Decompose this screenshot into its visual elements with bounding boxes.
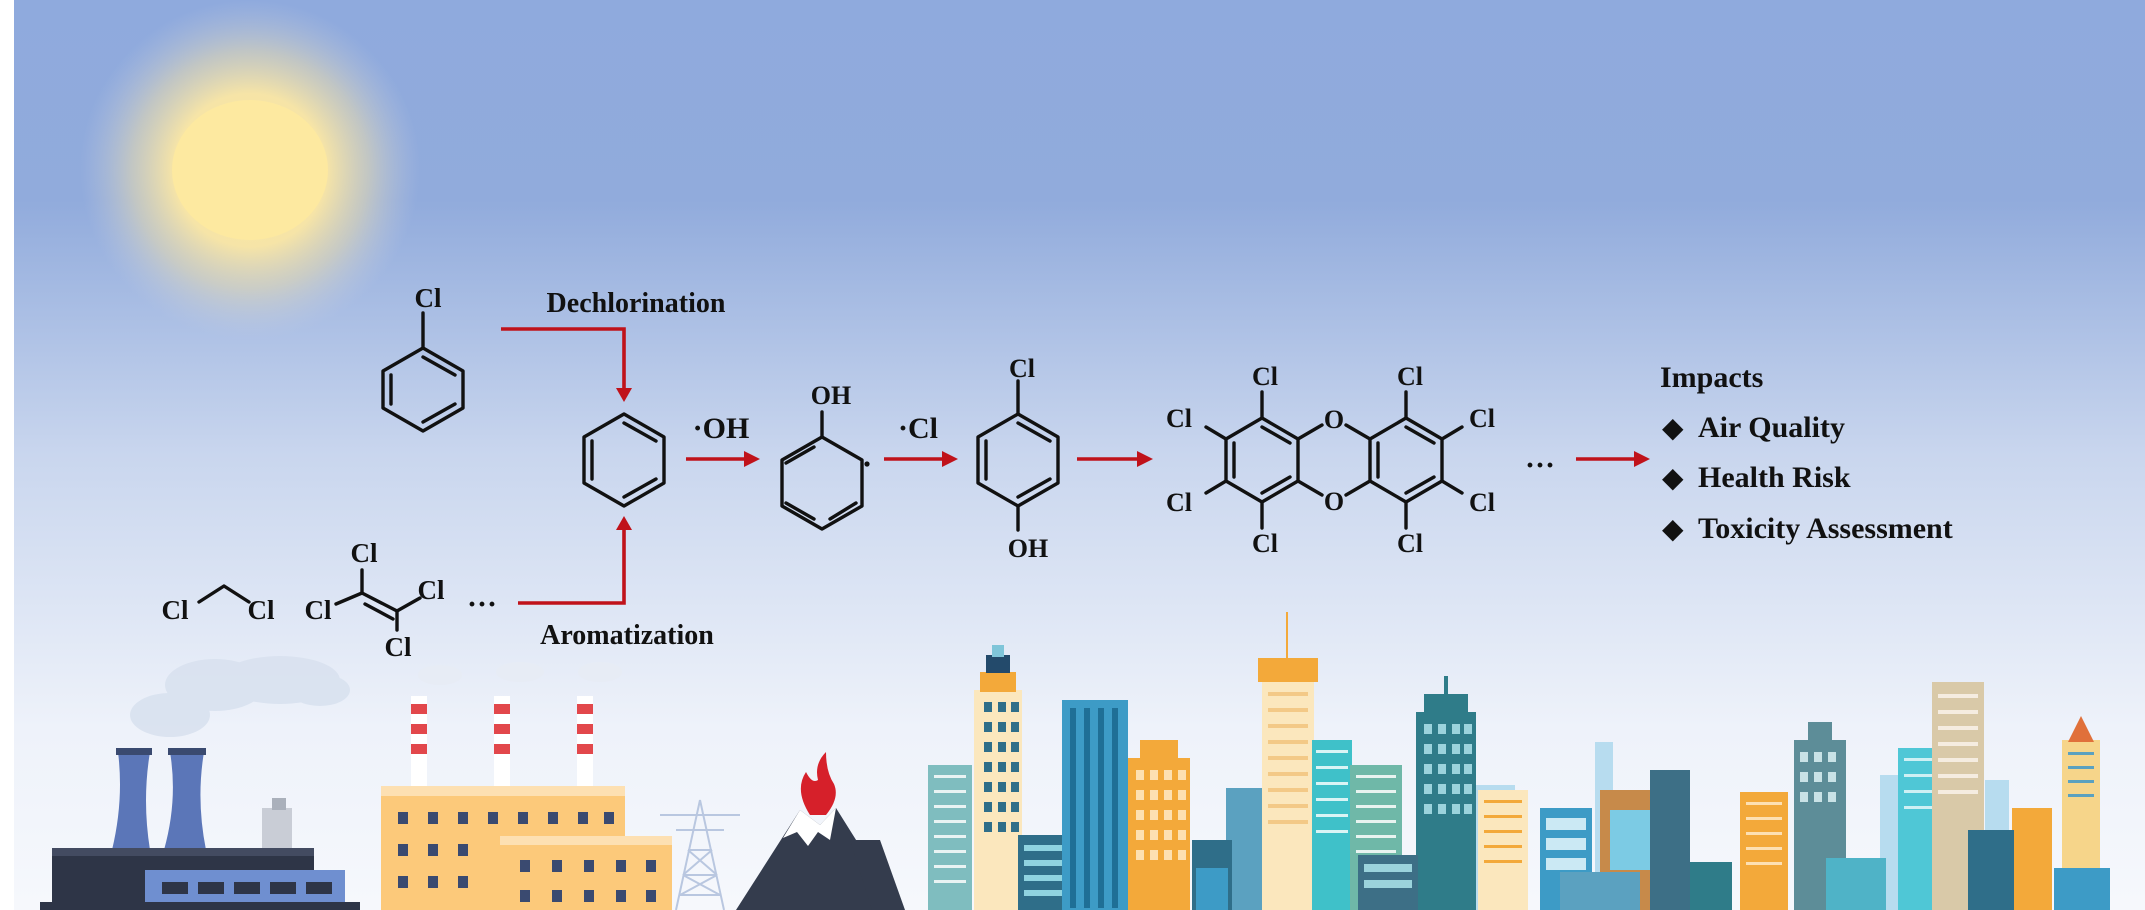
impacts-list: Impacts ◆ Air Quality ◆ Health Risk ◆ To… <box>1660 361 1953 545</box>
tce-cl-left-label: Cl <box>305 595 332 625</box>
product-ellipsis: ··· <box>1525 449 1555 482</box>
chlorophenol-oh-label: OH <box>1008 534 1048 563</box>
dioxin-cl-label: Cl <box>1469 488 1495 517</box>
chlorobenzene-molecule: Cl <box>381 283 465 433</box>
chloroethylene-molecule: Cl Cl Cl Cl <box>305 538 445 662</box>
dioxin-molecule: O O Cl Cl Cl Cl Cl Cl Cl Cl <box>1166 362 1495 558</box>
dioxin-o-top-label: O <box>1324 405 1344 434</box>
impact-item-air-quality: Air Quality <box>1698 411 1845 444</box>
cl-radical-label: ·Cl <box>898 412 938 445</box>
dichloromethane-molecule: Cl Cl <box>162 584 275 625</box>
dioxin-o-bottom-label: O <box>1324 487 1344 516</box>
volcano-icon <box>736 752 905 910</box>
sun-icon <box>80 0 420 340</box>
tce-cl-bottom-label: Cl <box>385 632 412 662</box>
chlorobenzene-cl-label: Cl <box>415 283 442 313</box>
dechlorination-label: Dechlorination <box>547 288 726 319</box>
impact-item-health-risk: Health Risk <box>1698 461 1851 494</box>
power-plant-icon <box>40 656 360 910</box>
phenoxy-oh-label: OH <box>811 381 851 410</box>
oh-radical-label: ·OH <box>693 412 750 445</box>
cl-radical-arrow <box>884 451 958 467</box>
aromatization-arrow <box>518 516 632 605</box>
chlorophenol-molecule: Cl OH <box>976 354 1060 563</box>
dioxin-cl-label: Cl <box>1166 404 1192 433</box>
impact-item-toxicity-assessment: Toxicity Assessment <box>1698 512 1953 545</box>
impact-bullet-icon: ◆ <box>1662 463 1684 494</box>
dioxin-cl-label: Cl <box>1397 362 1423 391</box>
benzene-molecule <box>582 412 666 508</box>
impacts-title: Impacts <box>1660 361 1763 394</box>
tce-cl-right-label: Cl <box>418 575 445 605</box>
transmission-tower-icon <box>660 799 740 910</box>
dechlorination-arrow <box>501 327 632 402</box>
dioxin-cl-label: Cl <box>1252 362 1278 391</box>
dioxin-cl-label: Cl <box>1397 529 1423 558</box>
dioxin-cl-label: Cl <box>1166 488 1192 517</box>
dioxin-cl-label: Cl <box>1252 529 1278 558</box>
oh-radical-arrow <box>686 451 760 467</box>
chemical-factory-icon <box>381 662 672 910</box>
city-skyline-icon <box>928 612 2110 910</box>
impact-bullet-icon: ◆ <box>1662 413 1684 444</box>
dioxin-formation-arrow <box>1077 451 1153 467</box>
dioxin-cl-label: Cl <box>1469 404 1495 433</box>
phenoxy-radical-molecule: OH <box>780 381 870 531</box>
tce-cl-top-label: Cl <box>351 538 378 568</box>
impact-bullet-icon: ◆ <box>1662 514 1684 545</box>
chlorophenol-cl-label: Cl <box>1009 354 1035 383</box>
aromatization-label: Aromatization <box>540 620 714 651</box>
impacts-arrow <box>1576 451 1650 467</box>
dcm-cl-left-label: Cl <box>162 595 189 625</box>
precursor-ellipsis: ··· <box>467 588 497 621</box>
dcm-cl-right-label: Cl <box>248 595 275 625</box>
